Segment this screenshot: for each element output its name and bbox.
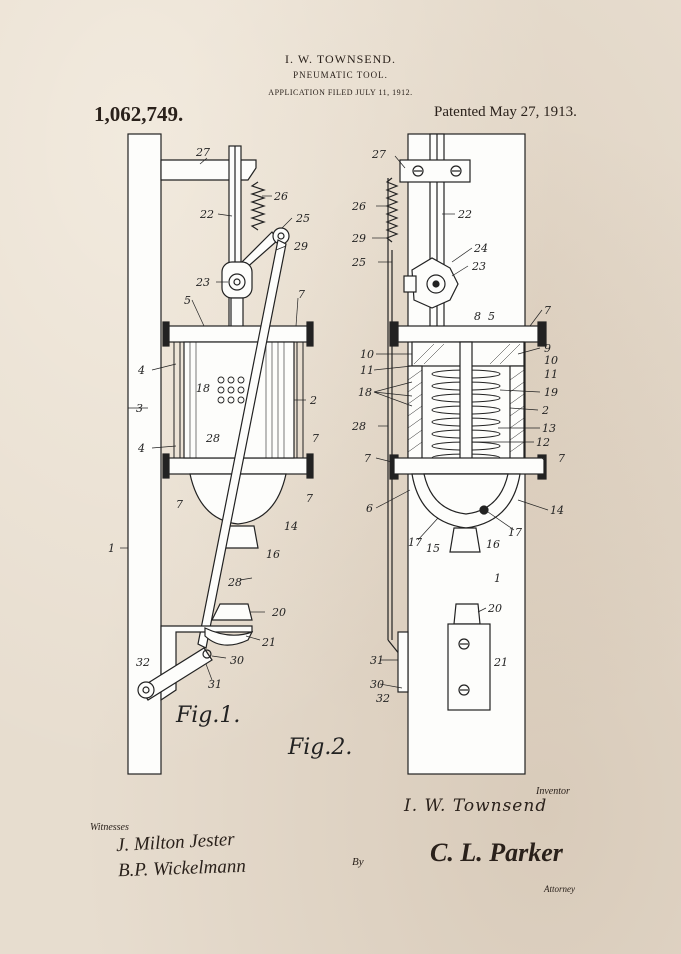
- fig1-ref-14: 14: [284, 520, 298, 533]
- by-label: By: [352, 856, 364, 868]
- fig2-ref-22: 22: [457, 208, 472, 221]
- fig2-ref-17a: 17: [408, 536, 422, 549]
- fig1-ref-18: 18: [196, 382, 210, 395]
- fig1-ref-7c: 7: [176, 498, 183, 511]
- inventor-label: Inventor: [536, 786, 570, 797]
- fig2-ref-1: 1: [494, 572, 501, 585]
- fig2-ref-10a: 10: [360, 348, 374, 361]
- fig2-ref-7b: 7: [364, 452, 371, 465]
- attorney-label: Attorney: [544, 884, 575, 894]
- fig1-ref-4b: 4: [137, 442, 145, 455]
- attorney-signature: C. L. Parker: [430, 838, 563, 867]
- fig1-ref-7a: 7: [298, 288, 305, 301]
- fig1-ref-7d: 7: [306, 492, 313, 505]
- fig2-ref-20: 20: [487, 602, 502, 615]
- tool-title: PNEUMATIC TOOL.: [293, 70, 388, 80]
- fig2-ref-24: 24: [473, 242, 488, 255]
- fig1-ref-26: 26: [273, 190, 288, 203]
- fig2-drawing: [385, 133, 547, 775]
- fig1-ref-29: 29: [293, 240, 308, 253]
- fig1-label: Fig.1.: [175, 703, 240, 728]
- fig1-ref-3: 3: [136, 402, 143, 415]
- inventor-name: I. W. Townsend: [404, 796, 548, 816]
- fig2-ref-7a: 7: [544, 304, 551, 317]
- inventor-header: I. W. TOWNSEND.: [285, 52, 396, 66]
- fig2-ref-30: 30: [370, 678, 384, 691]
- fig2-ref-31: 31: [370, 654, 384, 667]
- fig2-ref-11b: 11: [544, 368, 558, 381]
- filing-date: APPLICATION FILED JULY 11, 1912.: [268, 88, 413, 97]
- patent-number: 1,062,749.: [94, 102, 184, 126]
- fig1-ref-27: 27: [195, 146, 210, 159]
- fig2-ref-8: 8: [474, 310, 481, 323]
- fig2-ref-21: 21: [493, 656, 508, 669]
- fig2-ref-10b: 10: [544, 354, 558, 367]
- fig2-ref-6: 6: [366, 502, 373, 515]
- fig1-ref-28a: 28: [205, 432, 220, 445]
- fig2-ref-5: 5: [488, 310, 495, 323]
- fig2-ref-26: 26: [351, 200, 366, 213]
- fig2-ref-7c: 7: [558, 452, 565, 465]
- fig1-ref-21: 21: [261, 636, 276, 649]
- witness-signature-2: B.P. Wickelmann: [117, 855, 247, 882]
- fig1-ref-4a: 4: [137, 364, 145, 377]
- fig2-ref-27: 27: [371, 148, 386, 161]
- fig2-ref-14: 14: [550, 504, 564, 517]
- fig2-ref-28: 28: [351, 420, 366, 433]
- fig2-ref-9: 9: [544, 342, 551, 355]
- fig1-ref-16: 16: [266, 548, 280, 561]
- leader-lines: [120, 155, 549, 689]
- fig2-ref-23: 23: [471, 260, 486, 273]
- fig2-ref-11a: 11: [360, 364, 374, 377]
- fig1-ref-22: 22: [199, 208, 214, 221]
- fig1-ref-23: 23: [195, 276, 210, 289]
- fig2-ref-2: 2: [541, 404, 549, 417]
- fig2-ref-18: 18: [358, 386, 372, 399]
- fig1-ref-5: 5: [184, 294, 191, 307]
- fig1-ref-1: 1: [108, 542, 115, 555]
- witnesses-label: Witnesses: [90, 822, 129, 833]
- fig2-ref-13: 13: [542, 422, 556, 435]
- fig1-ref-7b: 7: [312, 432, 319, 445]
- fig1-ref-30: 30: [230, 654, 244, 667]
- fig1-ref-20: 20: [271, 606, 286, 619]
- fig2-ref-32: 32: [376, 692, 390, 705]
- fig2-ref-12: 12: [536, 436, 550, 449]
- fig2-ref-19: 19: [544, 386, 558, 399]
- fig1-ref-31: 31: [208, 678, 222, 691]
- fig2-ref-25: 25: [351, 256, 366, 269]
- fig2-ref-15: 15: [426, 542, 440, 555]
- fig1-drawing: [127, 133, 314, 775]
- fig1-ref-25: 25: [295, 212, 310, 225]
- fig1-ref-28b: 28: [227, 576, 242, 589]
- fig2-ref-29: 29: [351, 232, 366, 245]
- fig2-label: Fig.2.: [287, 735, 352, 760]
- fig2-ref-17b: 17: [508, 526, 522, 539]
- patent-date: Patented May 27, 1913.: [434, 104, 577, 120]
- fig1-ref-32: 32: [136, 656, 150, 669]
- fig1-ref-2: 2: [309, 394, 317, 407]
- fig2-ref-16: 16: [486, 538, 500, 551]
